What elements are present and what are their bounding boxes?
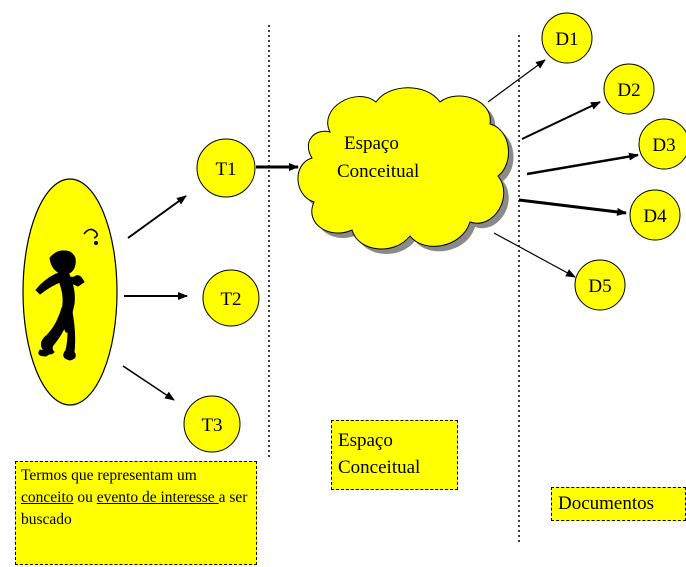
documents-caption-text: Documentos <box>558 493 655 514</box>
concept-cloud: Espaço Conceitual <box>297 87 514 254</box>
terms-caption-text: ou <box>73 489 97 506</box>
document-node-d4: D4 <box>629 189 681 241</box>
document-label: D5 <box>588 276 611 297</box>
user-figure <box>22 178 118 406</box>
arrow-cloud-d3 <box>526 152 639 176</box>
terms-caption-text: Termos que representam um <box>21 467 197 484</box>
document-node-d5: D5 <box>574 259 626 311</box>
arrow-person-t1 <box>127 195 187 239</box>
terms-caption-text: a ser buscado <box>21 489 248 528</box>
cloud-label-line1: Espaço <box>344 133 399 154</box>
term-label: T1 <box>215 159 236 180</box>
arrow-cloud-d2 <box>521 101 601 140</box>
document-label: D4 <box>643 206 667 227</box>
document-label: D1 <box>555 29 578 50</box>
arrow-cloud-d5 <box>493 232 576 278</box>
document-node-d3: D3 <box>638 118 686 170</box>
documents-caption-box: Documentos <box>551 487 686 521</box>
document-node-d2: D2 <box>603 63 655 115</box>
arrow-cloud-d1 <box>487 59 546 103</box>
terms-caption-box: Termos que representam um conceito ou ev… <box>15 461 257 565</box>
concept-caption-line2: Conceitual <box>338 457 421 478</box>
term-label: T3 <box>201 415 222 436</box>
arrow-cloud-d4 <box>518 198 627 216</box>
term-label: T2 <box>220 289 241 310</box>
document-label: D2 <box>617 80 640 101</box>
thinking-person-icon <box>35 228 98 361</box>
document-node-d1: D1 <box>541 12 593 64</box>
event-link-text: evento de interesse <box>96 489 219 506</box>
concept-space-caption-box: Espaço Conceitual <box>331 420 458 490</box>
term-node-t1: T1 <box>196 138 256 198</box>
concept-link-text: conceito <box>21 489 74 506</box>
arrow-person-t3 <box>122 365 175 401</box>
cloud-label-line2: Conceitual <box>337 161 419 182</box>
concept-caption-line1: Espaço <box>338 430 393 451</box>
term-node-t3: T3 <box>183 395 241 453</box>
term-node-t2: T2 <box>202 269 260 327</box>
document-label: D3 <box>652 135 675 156</box>
